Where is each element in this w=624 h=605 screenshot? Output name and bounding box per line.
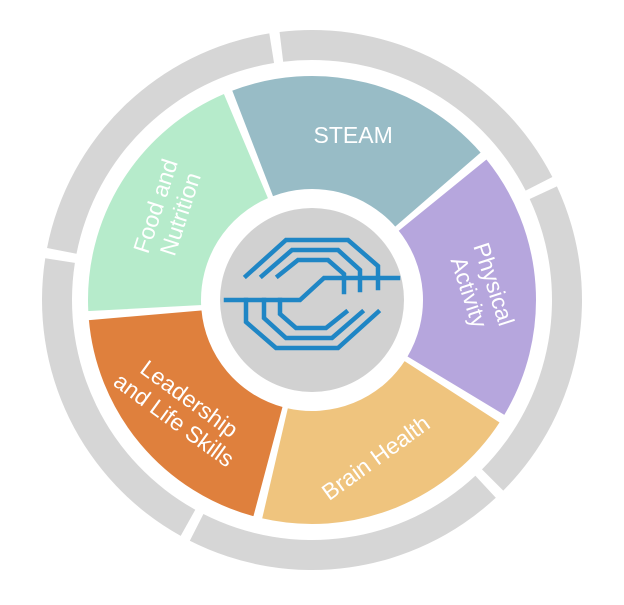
outer-ring-arc-brain bbox=[189, 475, 496, 570]
segment-steam bbox=[229, 74, 484, 230]
segment-leadership bbox=[86, 308, 285, 519]
handshake-logo-icon bbox=[223, 237, 401, 351]
segment-brain bbox=[259, 358, 503, 526]
outer-ring-arc-steam bbox=[279, 29, 553, 191]
outer-ring-arc-food bbox=[47, 33, 275, 254]
outer-ring-arc-physical bbox=[482, 186, 582, 491]
center-hub bbox=[220, 208, 404, 392]
outer-ring bbox=[41, 29, 582, 570]
segment-food bbox=[86, 91, 271, 314]
segment-label-line: STEAM bbox=[314, 122, 393, 148]
segment-label-steam: STEAM bbox=[314, 122, 393, 148]
segments bbox=[86, 74, 538, 526]
segment-physical bbox=[395, 156, 538, 418]
outer-ring-arc-leadership bbox=[41, 258, 196, 536]
